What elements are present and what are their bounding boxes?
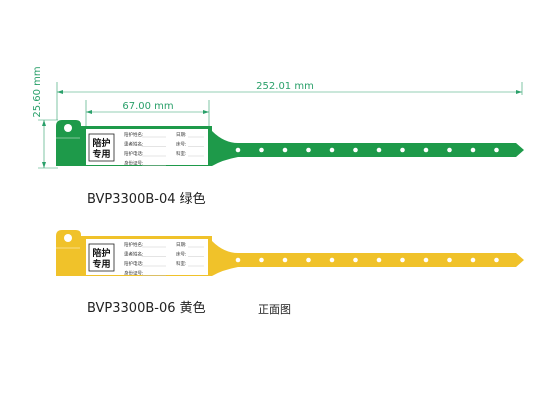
strap-hole bbox=[259, 257, 264, 263]
caption-green: BVP3300B-04 绿色 bbox=[87, 192, 206, 207]
strap-hole bbox=[282, 257, 288, 263]
strap-hole bbox=[282, 147, 288, 153]
strap-hole bbox=[353, 147, 358, 153]
strap-hole bbox=[447, 147, 452, 153]
card-title-line2: 专用 bbox=[92, 258, 110, 270]
strap-hole bbox=[400, 147, 405, 153]
card-field-label: 陪护姓名: bbox=[124, 241, 144, 248]
card-field-label: 陪护姓名: bbox=[124, 131, 144, 138]
strap-hole bbox=[447, 257, 452, 263]
card-field-label-right: 科室: bbox=[176, 150, 187, 157]
card-field-label-right: 日期: bbox=[176, 242, 187, 248]
strap-hole bbox=[376, 257, 382, 263]
strap-hole bbox=[353, 257, 358, 263]
strap-hole bbox=[470, 257, 476, 263]
strap-hole bbox=[470, 147, 476, 153]
band-strap bbox=[205, 241, 524, 276]
strap-hole bbox=[376, 147, 382, 153]
card-field-label-right: 床号: bbox=[176, 141, 187, 148]
dimension-total-length: 252.01 mm bbox=[56, 81, 523, 120]
card-field-label: 身份证号: bbox=[124, 160, 144, 167]
card-field-label: 患者姓名: bbox=[124, 251, 144, 258]
card-field-label: 陪护电话: bbox=[124, 150, 144, 157]
strap-hole bbox=[423, 147, 429, 153]
card-title-line1: 陪护 bbox=[92, 247, 110, 259]
tab-hole bbox=[64, 234, 72, 242]
band-strap bbox=[205, 131, 524, 166]
strap-hole bbox=[329, 257, 335, 263]
title-box bbox=[88, 133, 115, 162]
card-field-label-right: 科室: bbox=[176, 260, 187, 267]
strap-hole bbox=[329, 147, 335, 153]
strap-hole bbox=[306, 147, 311, 153]
dimension-card-width: 67.00 mm bbox=[85, 100, 210, 128]
strap-hole bbox=[494, 257, 499, 263]
card-field-label: 身份证号: bbox=[124, 270, 144, 277]
strap-hole bbox=[494, 147, 499, 153]
view-label: 正面图 bbox=[258, 303, 291, 316]
strap-hole bbox=[306, 257, 311, 263]
card-field-label-right: 床号: bbox=[176, 251, 187, 258]
title-box bbox=[88, 243, 115, 272]
strap-hole bbox=[235, 257, 241, 263]
card-width-label: 67.00 mm bbox=[122, 101, 173, 112]
strap-hole bbox=[400, 257, 405, 263]
card-field-label: 陪护电话: bbox=[124, 260, 144, 267]
card-field-label-right: 日期: bbox=[176, 132, 187, 138]
dimension-height: 25.60 mm bbox=[32, 66, 58, 169]
card-title-line1: 陪护 bbox=[92, 137, 110, 149]
caption-yellow: BVP3300B-06 黄色 bbox=[87, 301, 206, 316]
strap-hole bbox=[259, 147, 264, 153]
band-tab bbox=[56, 230, 81, 276]
card-title-line2: 专用 bbox=[92, 148, 110, 160]
tab-hole bbox=[64, 124, 72, 132]
strap-hole bbox=[235, 147, 241, 153]
strap-hole bbox=[423, 257, 429, 263]
band-tab bbox=[56, 120, 81, 166]
total-length-label: 252.01 mm bbox=[256, 81, 314, 92]
card-field-label: 患者姓名: bbox=[124, 141, 144, 148]
height-label: 25.60 mm bbox=[32, 66, 43, 117]
